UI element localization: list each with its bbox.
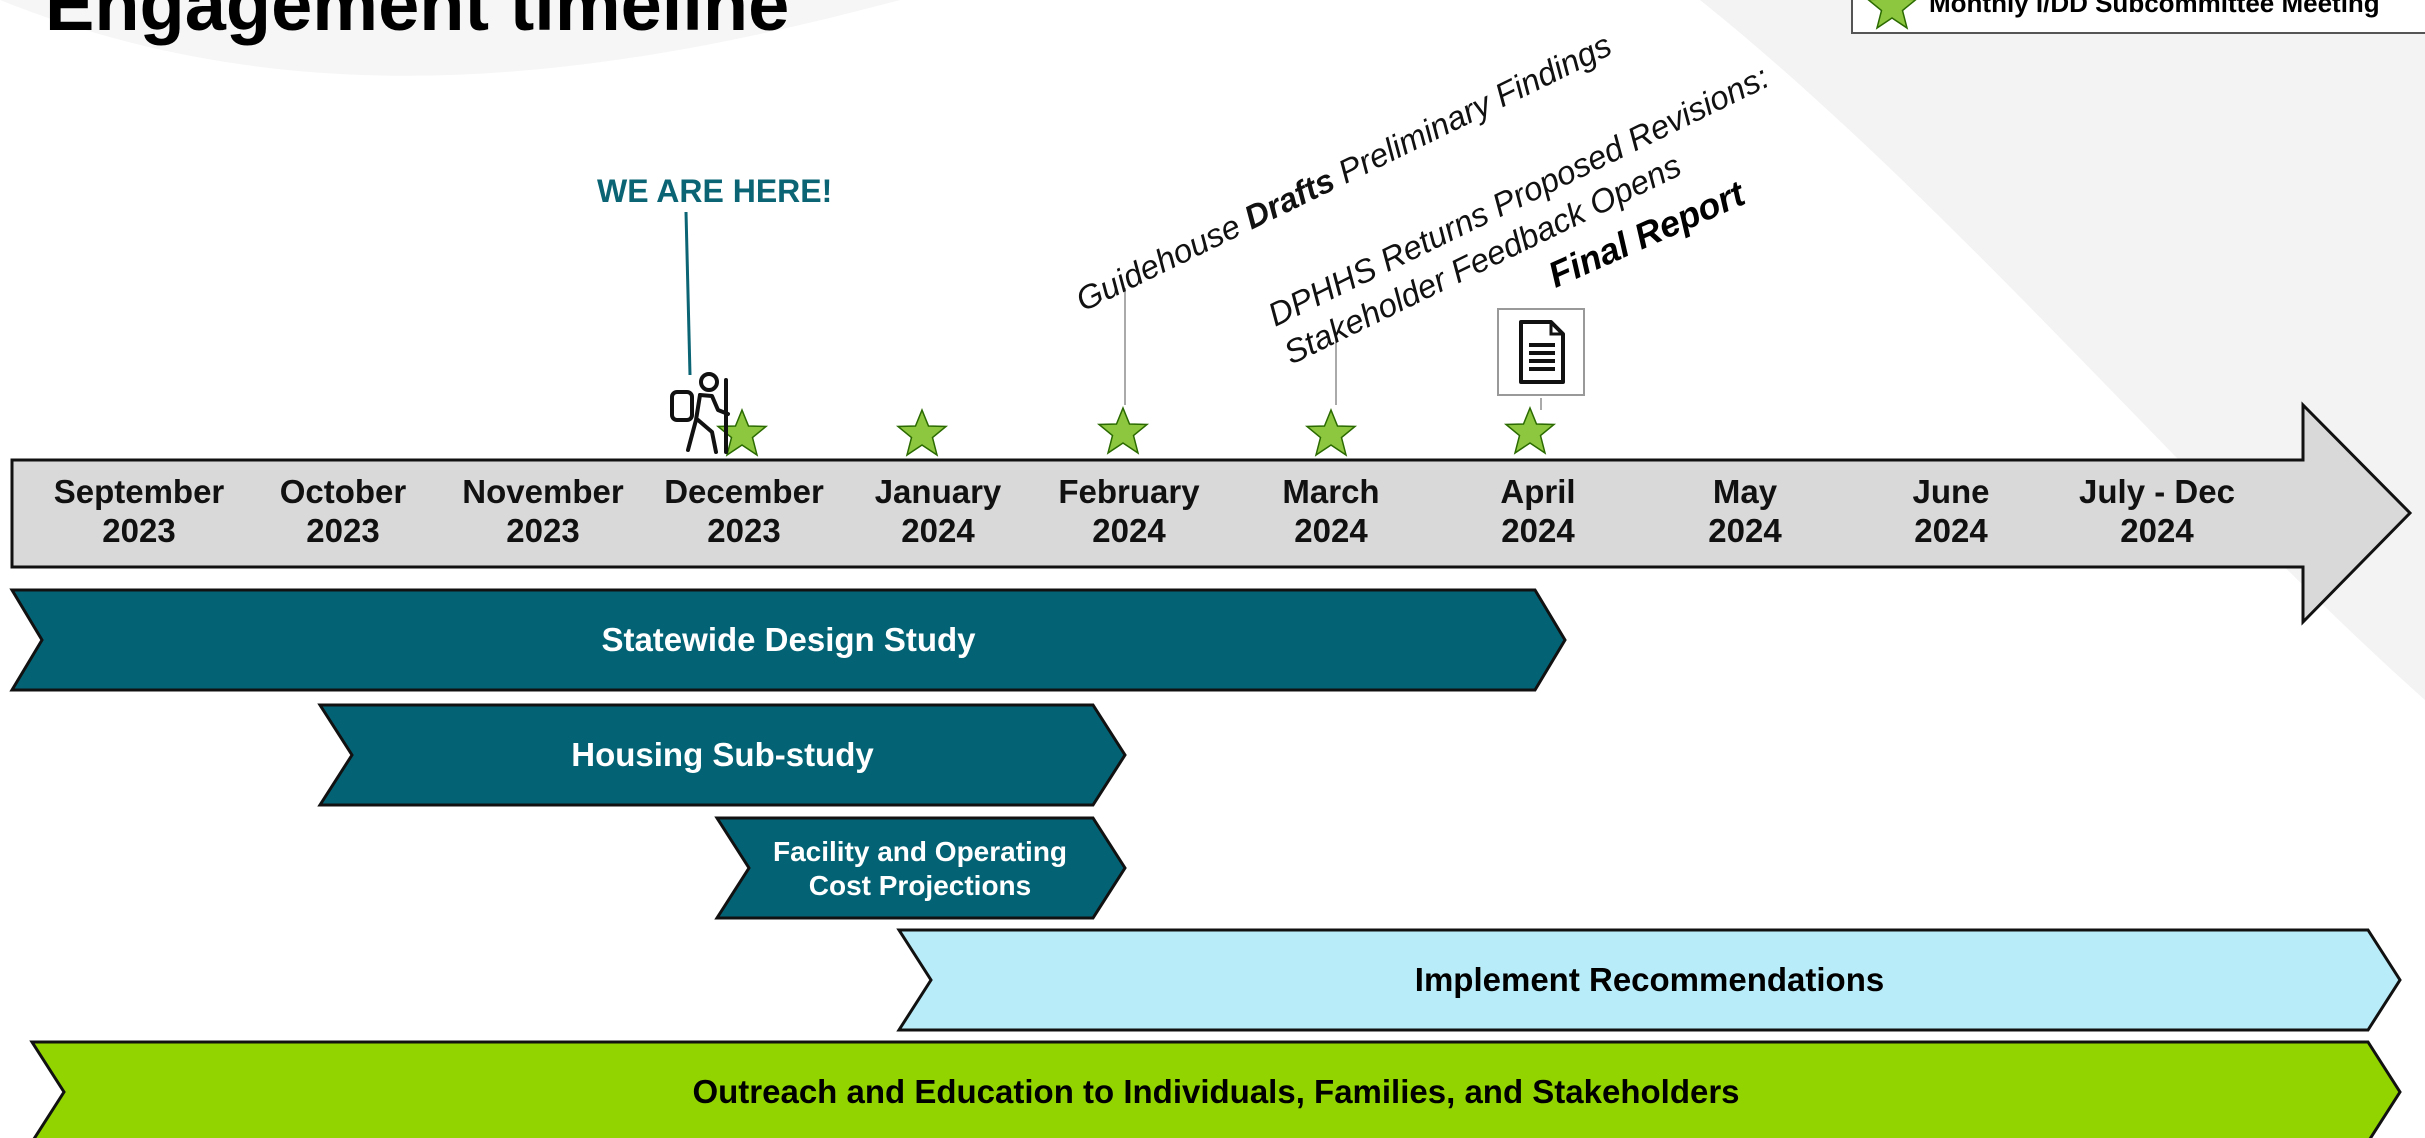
month-year: 2023: [506, 512, 580, 549]
month-name: April: [1500, 473, 1576, 510]
month-name: February: [1058, 473, 1200, 510]
here-pointer-line: [684, 211, 692, 376]
month-year: 2023: [707, 512, 781, 549]
star-icon: [715, 408, 769, 457]
month-year: 2024: [901, 512, 975, 549]
month-name: March: [1282, 473, 1380, 510]
hiker-icon: [670, 372, 730, 454]
month-name: July - Dec: [2079, 473, 2235, 510]
we-are-here-label: WE ARE HERE!: [597, 173, 833, 209]
month-year: 2024: [1092, 512, 1166, 549]
month-name: January: [874, 473, 1002, 510]
page-title: Engagement timeline: [45, 0, 790, 46]
star-icon: [1867, 0, 1917, 30]
bar-housing: [317, 703, 1127, 807]
month-name: May: [1712, 473, 1778, 510]
bar-housing-label: Housing Sub-study: [571, 736, 874, 773]
background-swoosh: [0, 0, 900, 76]
bar-statewide-label: Statewide Design Study: [601, 621, 976, 658]
bar-facility-label: Facility and Operating Cost Projections: [772, 836, 1068, 901]
star-icon: [1304, 408, 1358, 457]
bar-facility: [714, 816, 1127, 920]
month-name: November: [462, 473, 624, 510]
month-year: 2024: [1914, 512, 1988, 549]
legend: Monthly I/DD Subcommittee Meeting: [1851, 0, 2425, 34]
month-name: October: [279, 473, 407, 510]
month-name: December: [664, 473, 824, 510]
timeline-arrow: [10, 401, 2413, 626]
legend-label: Monthly I/DD Subcommittee Meeting: [1929, 0, 2380, 18]
month-year: 2024: [1708, 512, 1782, 549]
document-icon: [1497, 308, 1585, 396]
month-year: 2024: [1294, 512, 1368, 549]
bar-outreach: [29, 1040, 2402, 1138]
bar-implement: [896, 928, 2402, 1032]
bar-outreach-label: Outreach and Education to Individuals, F…: [692, 1073, 1740, 1110]
month-name: June: [1912, 473, 1990, 510]
month-year: 2023: [306, 512, 380, 549]
month-year: 2024: [2120, 512, 2194, 549]
star-icon: [1096, 406, 1150, 455]
star-icon: [1503, 406, 1557, 455]
bar-statewide: [9, 588, 1567, 692]
month-name: September: [53, 473, 225, 510]
bar-implement-label: Implement Recommendations: [1414, 961, 1885, 998]
star-icon: [895, 408, 949, 457]
month-year: 2024: [1501, 512, 1575, 549]
month-year: 2023: [102, 512, 176, 549]
